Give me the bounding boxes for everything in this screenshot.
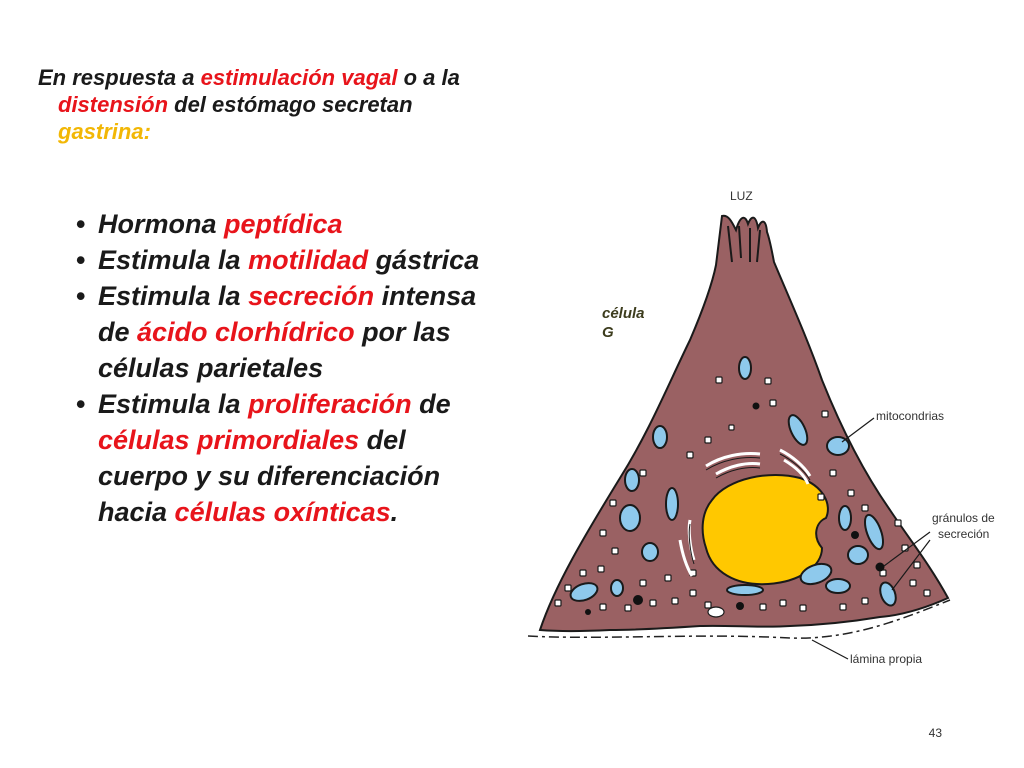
mitochondria — [569, 356, 897, 607]
leader-lines — [811, 417, 931, 660]
intro-text: o a la — [397, 65, 460, 90]
bullet-item: Hormona peptídica — [76, 206, 491, 242]
bullet-highlight: secreción — [248, 281, 375, 311]
bullet-text: Estimula la — [98, 245, 249, 275]
bullet-item: Estimula la secreción intensa de ácido c… — [76, 278, 491, 386]
intro-highlight-gastrina: gastrina — [58, 119, 144, 144]
bullet-text: . — [390, 497, 399, 527]
bullet-highlight: células primordiales — [98, 425, 360, 455]
intro-paragraph: En respuesta a estimulación vagal o a la… — [38, 64, 498, 145]
intro-highlight-distension: distensión — [58, 92, 169, 117]
secretory-granules — [554, 376, 931, 618]
g-cell-diagram: LUZ célula G mitocondrias gránulos de se… — [527, 189, 995, 666]
golgi-outline — [688, 453, 811, 565]
bullet-text: Estimula la — [98, 389, 249, 419]
bullet-text: gástrica — [368, 245, 480, 275]
bullet-list: Hormona peptídica Estimula la motilidad … — [76, 206, 491, 530]
bullet-text: intensa de — [98, 281, 477, 347]
nucleus — [701, 473, 829, 586]
label-granulos: gránulos de — [932, 511, 995, 525]
bullet-highlight: peptídica — [224, 209, 343, 239]
label-luz: LUZ — [730, 189, 753, 203]
bullet-text: Hormona — [98, 209, 225, 239]
bullet-item: Estimula la proliferación de células pri… — [76, 386, 491, 530]
label-mitocondrias: mitocondrias — [876, 409, 944, 423]
bullet-item: Estimula la motilidad gástrica — [76, 242, 491, 278]
label-lamina-propia: lámina propia — [850, 652, 922, 666]
bullet-highlight: proliferación — [248, 389, 412, 419]
bullet-highlight: células oxínticas — [174, 497, 391, 527]
microvilli — [727, 225, 761, 263]
intro-highlight-vagal: estimulación vagal — [200, 65, 398, 90]
intro-text: del estómago secretan — [168, 92, 413, 117]
bullet-text: Estimula la — [98, 281, 249, 311]
page-number: 43 — [928, 726, 942, 740]
label-secrecion: secreción — [938, 527, 989, 541]
dense-granules — [585, 402, 885, 615]
label-celula-g: G — [602, 324, 614, 341]
bullet-highlight: motilidad — [248, 245, 369, 275]
golgi-apparatus — [678, 448, 812, 577]
lamina-propia-line — [527, 599, 951, 639]
label-celula: célula — [602, 305, 645, 322]
bullet-text: del cuerpo y su diferenciación hacia — [98, 425, 441, 527]
intro-colon: : — [143, 119, 151, 144]
bullet-text: por las células parietales — [98, 317, 451, 383]
bullet-highlight: ácido clorhídrico — [137, 317, 355, 347]
bullet-text: de — [411, 389, 451, 419]
intro-text: En respuesta a — [38, 65, 201, 90]
